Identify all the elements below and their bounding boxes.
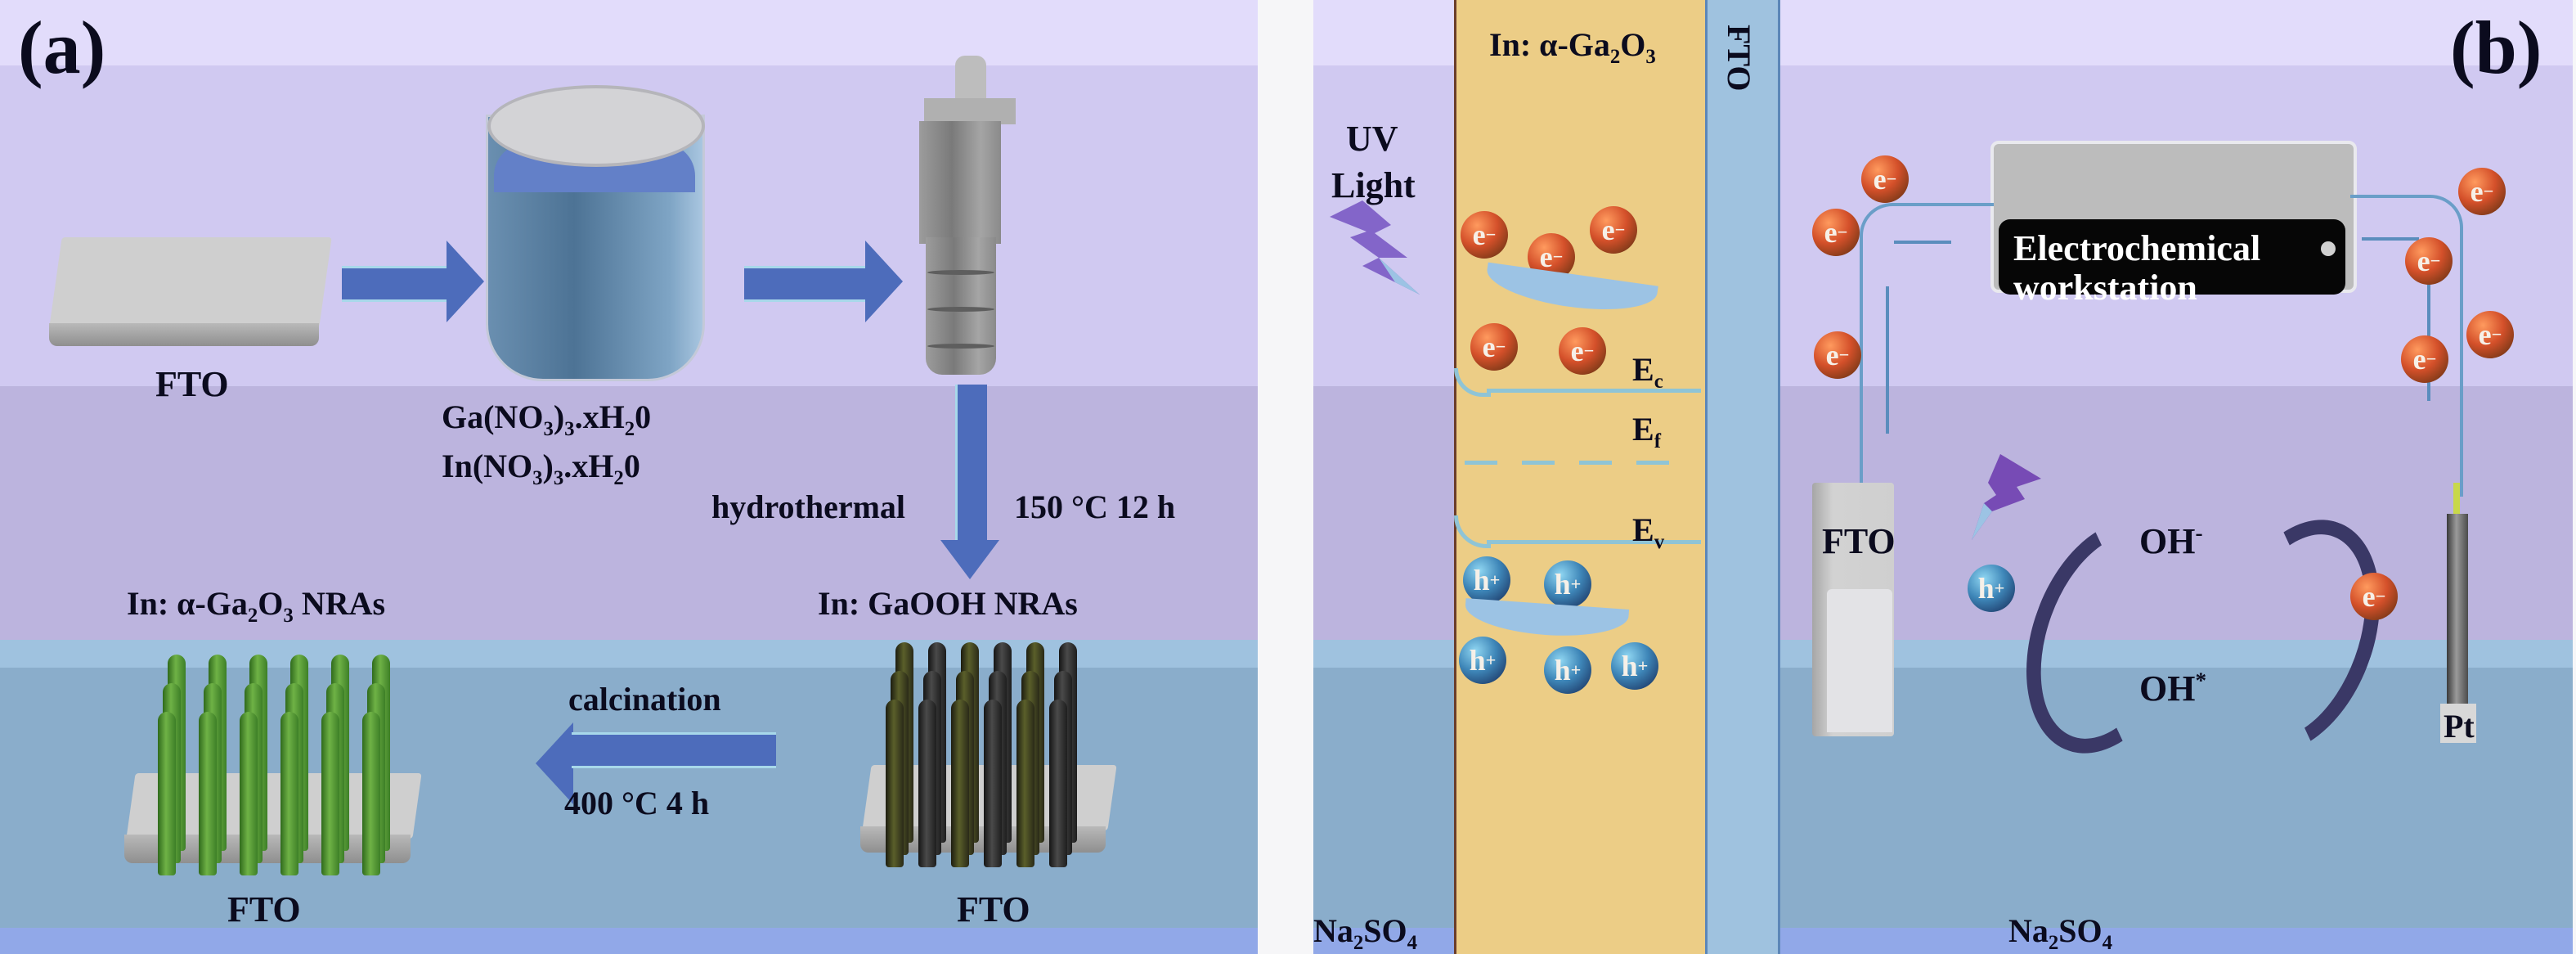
fto-strip-label: FTO bbox=[1721, 25, 1757, 92]
conduction-band-line bbox=[1487, 389, 1701, 393]
hydrothermal-conditions: 150 °C 12 h bbox=[1014, 488, 1176, 525]
wire-right bbox=[2350, 195, 2463, 497]
nanorod bbox=[886, 700, 904, 867]
uv-light-bolt-icon bbox=[1330, 200, 1420, 295]
electrolyte-right-label: Na2SO4 bbox=[2008, 912, 2113, 954]
electron-icon: e− bbox=[1590, 206, 1637, 254]
hole-icon: h+ bbox=[1463, 556, 1510, 604]
fermi-level-line bbox=[1465, 461, 1685, 465]
electron-icon: e− bbox=[1812, 209, 1860, 256]
fto-strip bbox=[1705, 0, 1780, 954]
hole-icon: h+ bbox=[1611, 642, 1658, 690]
hole-icon: h+ bbox=[1459, 637, 1506, 684]
precursor-ga: Ga(NO3)3.xH20 bbox=[442, 398, 652, 440]
electron-icon: e− bbox=[1861, 155, 1909, 203]
workstation-display: Electrochemical workstation bbox=[1999, 219, 2345, 308]
precursor-in: In(NO3)3.xH20 bbox=[442, 448, 640, 489]
panel-b: UV Light In: α-Ga2O3 FTO e− e− e− e− e− … bbox=[1313, 0, 2573, 954]
electron-icon: e− bbox=[1461, 211, 1508, 259]
calcination-conditions: 400 °C 4 h bbox=[564, 785, 710, 821]
electron-icon: e− bbox=[2405, 237, 2453, 285]
electron-icon: e− bbox=[2350, 573, 2398, 620]
nanorod bbox=[362, 712, 380, 875]
current-arrow-right-icon bbox=[2362, 237, 2419, 241]
calcination-label: calcination bbox=[568, 681, 721, 718]
panel-a: (a) FTO Ga(NO3)3.xH20 In(NO3)3.xH20 hydr… bbox=[0, 0, 1258, 954]
nanorod bbox=[199, 712, 217, 875]
nanorod bbox=[158, 712, 176, 875]
wire-left bbox=[1860, 203, 1994, 484]
current-arrow-right-icon bbox=[1894, 241, 1951, 244]
hole-icon: h+ bbox=[1544, 560, 1591, 608]
oh-radical-label: OH* bbox=[2139, 668, 2207, 709]
electrode-coating bbox=[1827, 589, 1892, 732]
counter-electrode-label: Pt bbox=[2444, 708, 2475, 745]
ev-label: Ev bbox=[1632, 511, 1665, 553]
ef-label: Ef bbox=[1632, 411, 1661, 452]
hole-icon: h+ bbox=[1968, 565, 2015, 612]
hydrothermal-label: hydrothermal bbox=[711, 488, 906, 525]
nanorod bbox=[240, 712, 258, 875]
pt-foil bbox=[2440, 704, 2476, 743]
pt-counter-electrode bbox=[2447, 514, 2468, 710]
current-arrow-up-icon bbox=[1886, 286, 1889, 434]
electron-icon: e− bbox=[1559, 327, 1606, 375]
workstation-line2: workstation bbox=[2013, 268, 2197, 308]
electron-icon: e− bbox=[1814, 331, 1861, 379]
gaooh-nras-label: In: GaOOH NRAs bbox=[818, 585, 1078, 622]
electrolyte-left-label: Na2SO4 bbox=[1313, 912, 1418, 954]
ga2o3-nras-label: In: α-Ga2O3 NRAs bbox=[127, 585, 386, 627]
nanorod bbox=[918, 700, 936, 867]
nanorod bbox=[1049, 700, 1067, 867]
layer-label: In: α-Ga2O3 bbox=[1489, 26, 1656, 68]
uv-label: UV bbox=[1346, 119, 1398, 159]
panel-label-b: (b) bbox=[2450, 6, 2542, 89]
electron-icon: e− bbox=[2466, 311, 2514, 358]
nanorod bbox=[1016, 700, 1034, 867]
fto-substrate-label: FTO bbox=[155, 364, 229, 404]
electron-icon: e− bbox=[1470, 323, 1518, 371]
uv-light-bolt-icon bbox=[1972, 454, 2041, 540]
ga2o3-layer bbox=[1454, 0, 1708, 954]
ec-label: Ec bbox=[1632, 351, 1663, 393]
nanorod bbox=[984, 700, 1002, 867]
working-electrode-label: FTO bbox=[1822, 521, 1896, 561]
electron-icon: e− bbox=[2458, 168, 2506, 215]
power-indicator-icon bbox=[2321, 241, 2336, 256]
nanorod bbox=[951, 700, 969, 867]
light-label: Light bbox=[1331, 165, 1416, 205]
bg-band bbox=[0, 928, 1258, 954]
pt-wire bbox=[2453, 483, 2460, 515]
nanorod bbox=[321, 712, 339, 875]
valence-band-line bbox=[1487, 540, 1701, 544]
bg-band bbox=[0, 0, 1258, 65]
fto-right-label: FTO bbox=[957, 889, 1030, 929]
electron-icon: e− bbox=[2401, 335, 2448, 383]
oh-minus-label: OH- bbox=[2139, 520, 2203, 561]
hole-icon: h+ bbox=[1544, 646, 1591, 694]
workstation-line1: Electrochemical bbox=[2013, 228, 2261, 268]
fto-left-label: FTO bbox=[227, 889, 301, 929]
nanorod bbox=[280, 712, 298, 875]
panel-label-a: (a) bbox=[18, 6, 106, 89]
bg-band bbox=[0, 386, 1258, 640]
